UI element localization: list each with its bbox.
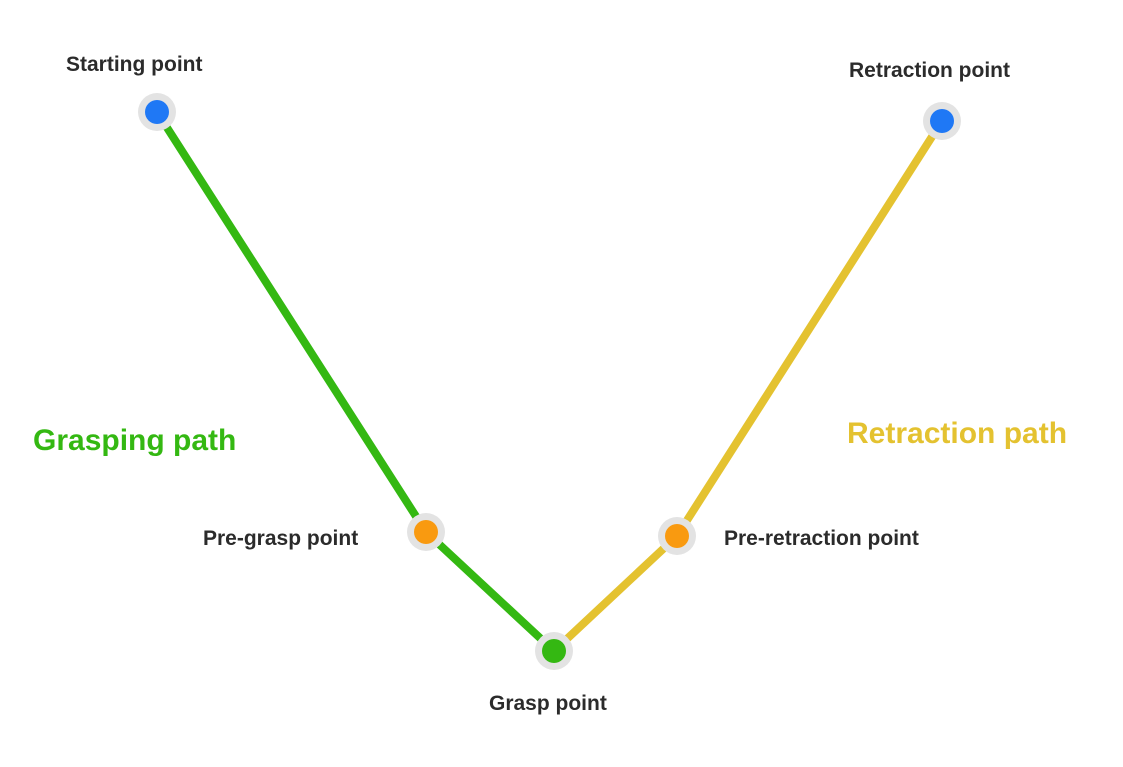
retraction-point-label: Retraction point <box>849 59 1010 82</box>
pre-retraction-point-label: Pre-retraction point <box>724 527 919 550</box>
retraction-point-marker <box>923 102 961 140</box>
grasp-point-label: Grasp point <box>489 692 607 715</box>
starting-point-marker <box>138 93 176 131</box>
grasping-path-line <box>153 108 558 655</box>
grasp-point-marker <box>535 632 573 670</box>
pre-retraction-point-marker <box>658 517 696 555</box>
grasping-path-label: Grasping path <box>33 424 237 457</box>
retraction-path-label: Retraction path <box>847 417 1068 450</box>
retraction-path-line <box>550 117 946 655</box>
starting-point-label: Starting point <box>66 53 203 76</box>
pre-grasp-point-marker <box>407 513 445 551</box>
pre-grasp-point-label: Pre-grasp point <box>203 527 359 550</box>
